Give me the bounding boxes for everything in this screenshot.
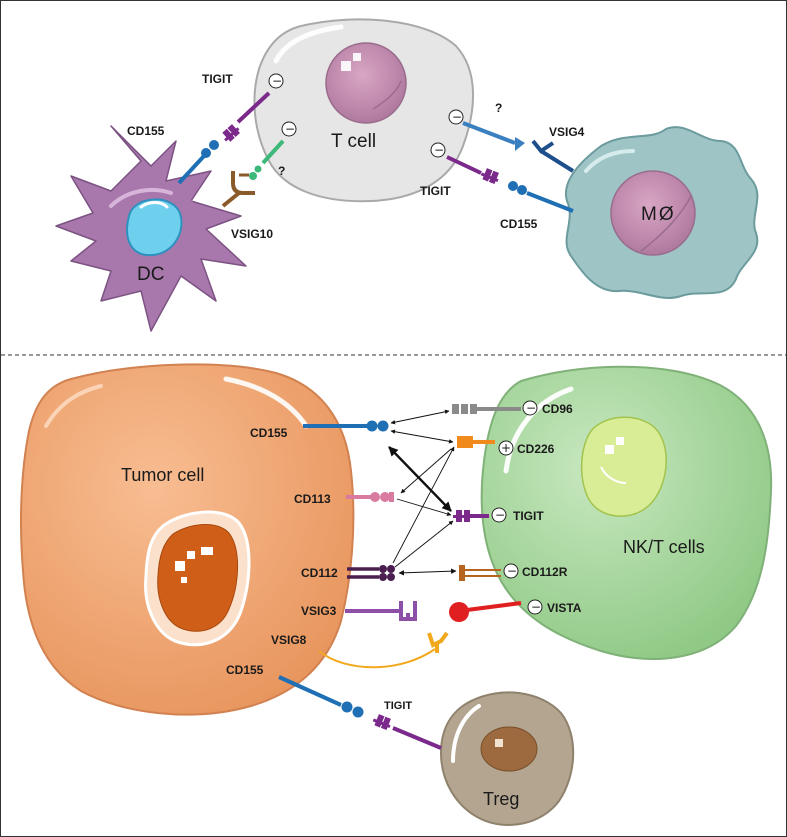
tumor-cell-label: Tumor cell	[121, 465, 204, 485]
cd226-receptor	[457, 436, 495, 448]
label-cd113: CD113	[294, 492, 331, 506]
label-vista: VISTA	[547, 601, 582, 615]
macrophage-nucleus	[610, 170, 696, 256]
label-question-left: ?	[278, 164, 285, 178]
label-cd112r: CD112R	[522, 565, 568, 579]
vsig8-receptor	[318, 631, 449, 669]
treg-cell: Treg	[439, 691, 575, 826]
label-vsig8: VSIG8	[271, 633, 307, 647]
label-cd155-tumor-top: CD155	[250, 426, 288, 440]
inhibitory-sign-vista	[527, 599, 543, 615]
label-cd96: CD96	[542, 402, 573, 416]
label-cd155-top-left: CD155	[127, 124, 165, 138]
label-tigit-nk: TIGIT	[513, 509, 544, 523]
label-cd112: CD112	[301, 566, 338, 580]
nk-t-cells-label: NK/T cells	[623, 537, 705, 557]
t-cell-nucleus	[325, 42, 407, 124]
tumor-nucleus	[157, 524, 239, 632]
inhibitory-sign-tcell-2	[281, 121, 297, 137]
dc-nucleus	[126, 198, 183, 257]
t-cell-label: T cell	[331, 131, 376, 152]
inhibitory-sign-text-3: −	[452, 110, 462, 124]
unknown-vsig4-tcell-macrophage	[462, 121, 575, 173]
cd112r-receptor	[459, 565, 501, 581]
cd155-receptor-tumor	[303, 420, 389, 432]
inhibitory-sign-vista-text: −	[531, 600, 541, 614]
cd155-tigit-dc-tcell	[177, 91, 271, 185]
inhibitory-sign-text-1: −	[272, 74, 282, 88]
inhibitory-sign-cd112r-text: −	[507, 564, 517, 578]
tigit-cd155-tcell-macrophage	[446, 155, 574, 213]
label-vsig3: VSIG3	[301, 604, 337, 618]
dc-label: DC	[137, 264, 164, 285]
tumor-cell: Tumor cell	[20, 363, 355, 716]
cd112-receptor	[347, 565, 395, 581]
dendritic-cell: DC	[55, 125, 247, 332]
label-vsig4: VSIG4	[549, 125, 585, 139]
activating-sign-cd226	[498, 440, 514, 456]
inhibitory-sign-cd96	[522, 400, 538, 416]
interaction-arrows	[388, 409, 457, 576]
treg-nucleus	[480, 726, 538, 772]
inhibitory-sign-tcell-3	[448, 109, 464, 125]
inhibitory-sign-tigit-text: −	[495, 508, 505, 522]
inhibitory-sign-cd96-text: −	[526, 401, 536, 415]
inhibitory-sign-text-2: −	[285, 122, 295, 136]
t-cell: T cell	[253, 18, 475, 203]
vsig3-receptor	[345, 601, 417, 621]
label-vsig10: VSIG10	[231, 227, 273, 241]
tigit-receptor-nk	[453, 510, 489, 522]
activating-sign-cd226-text: +	[501, 441, 511, 455]
label-cd155-tumor-bottom: CD155	[226, 663, 264, 677]
inhibitory-sign-cd112r	[503, 563, 519, 579]
nk-nucleus	[581, 416, 667, 517]
label-cd226: CD226	[517, 442, 555, 456]
label-tigit-top-right: TIGIT	[420, 184, 451, 198]
label-tigit-top-left: TIGIT	[202, 72, 233, 86]
vista-receptor	[449, 601, 522, 622]
treg-label: Treg	[483, 789, 519, 809]
inhibitory-sign-tigit	[491, 507, 507, 523]
inhibitory-sign-tcell-1	[268, 73, 284, 89]
label-tigit-treg: TIGIT	[384, 700, 412, 712]
inhibitory-sign-text-4: −	[434, 143, 444, 157]
cd96-receptor	[452, 404, 521, 414]
vsig10-unknown-dc-tcell	[221, 139, 285, 208]
cd155-tigit-tumor-treg	[278, 675, 442, 750]
inhibitory-sign-tcell-4	[430, 142, 446, 158]
label-cd155-top-right: CD155	[500, 217, 538, 231]
label-question-right: ?	[495, 101, 502, 115]
nk-t-cell: NK/T cells	[480, 365, 773, 660]
